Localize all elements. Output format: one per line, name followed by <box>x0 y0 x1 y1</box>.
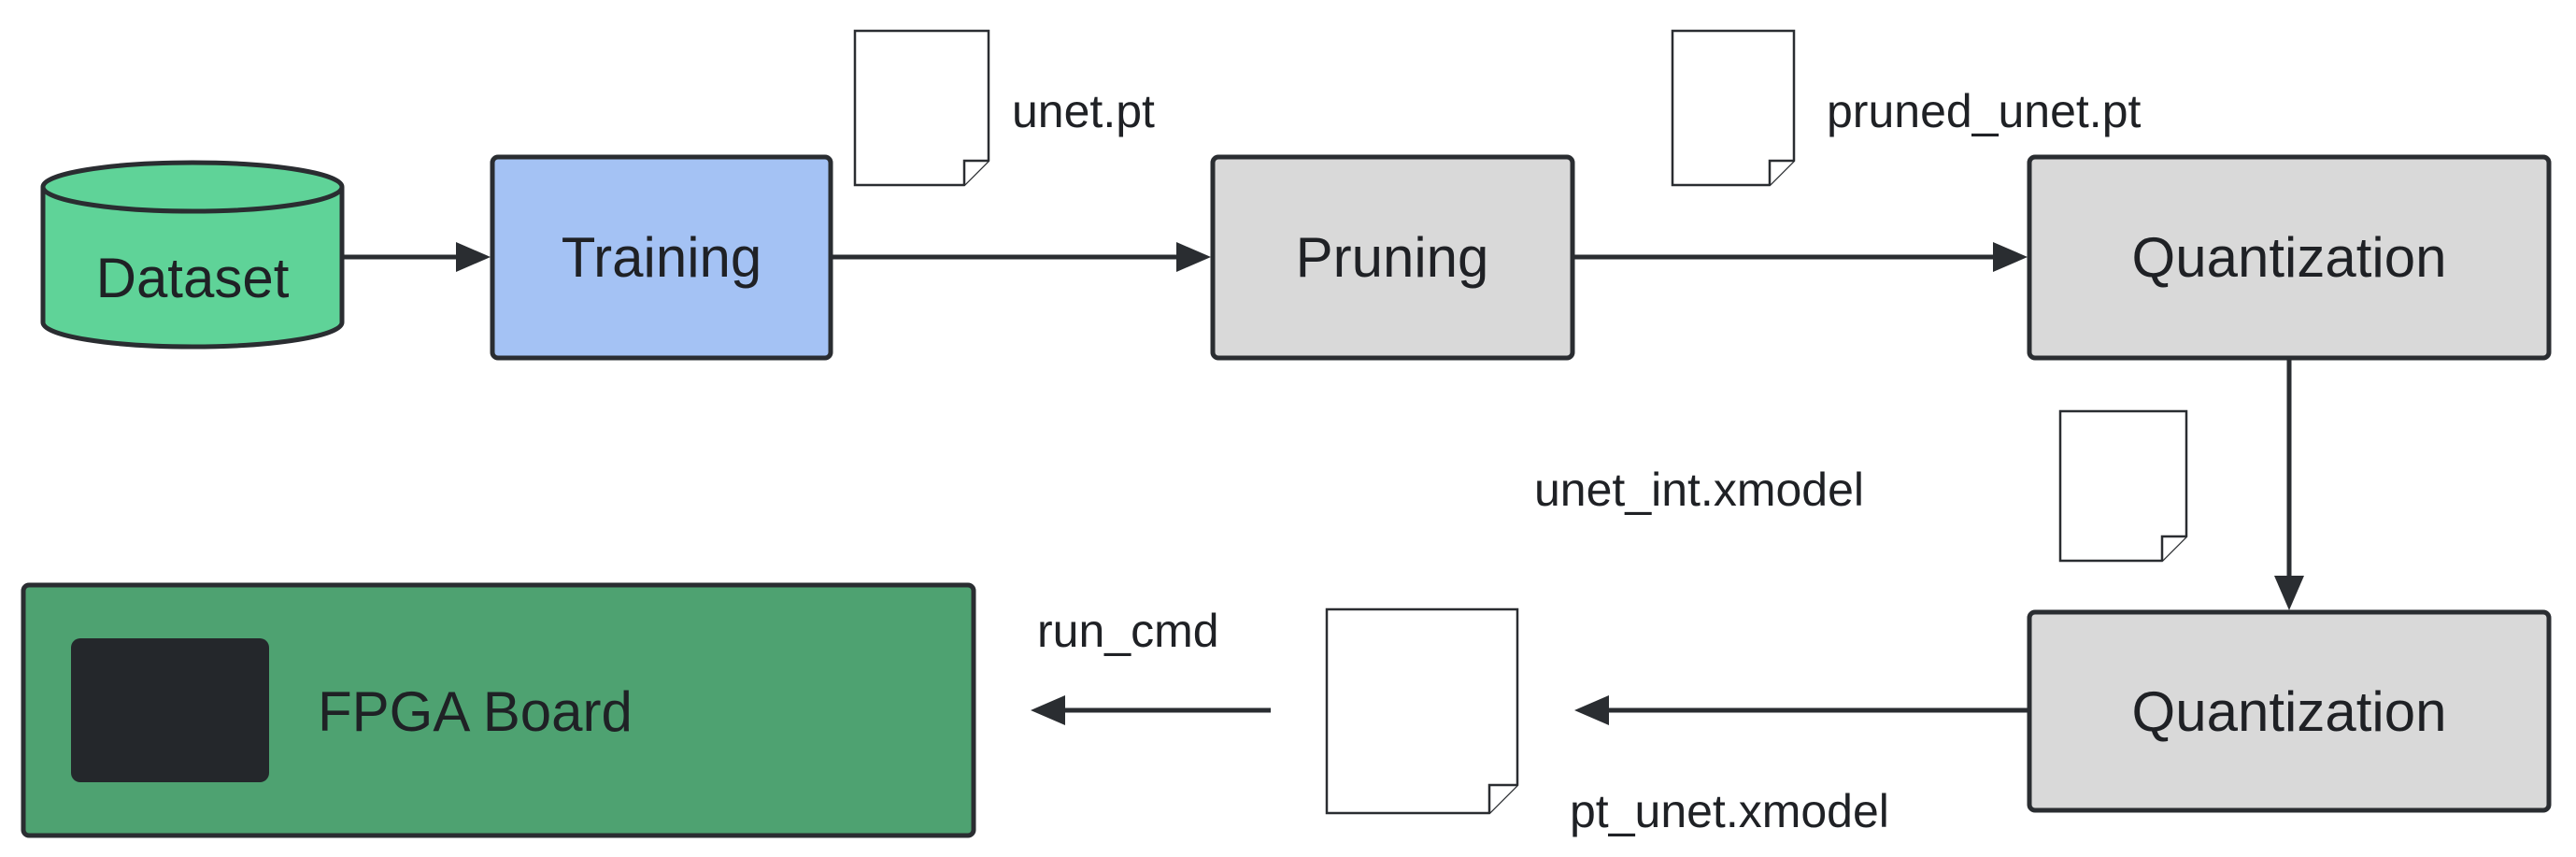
dataset-cylinder-body <box>40 187 345 350</box>
arrow-training-to-pruning <box>831 242 1211 272</box>
training-label: Training <box>562 226 762 289</box>
quantization-top-label: Quantization <box>2132 226 2447 289</box>
pt-unet-xmodel-label: pt_unet.xmodel <box>1570 785 1889 837</box>
fpga-chip <box>71 638 269 782</box>
dataset-label: Dataset <box>96 247 290 309</box>
arrow-pruning-to-quantization <box>1573 242 2028 272</box>
training-node[interactable]: Training <box>490 154 833 361</box>
unet-pt-label: unet.pt <box>1012 85 1155 137</box>
pruning-label: Pruning <box>1296 226 1489 289</box>
fpga-board-label: FPGA Board <box>318 680 633 743</box>
unet-int-xmodel-file-icon <box>2058 409 2188 563</box>
pruning-node[interactable]: Pruning <box>1210 154 1575 361</box>
run-cmd-label: run_cmd <box>1037 605 1219 657</box>
arrow-quantization-to-file <box>1574 695 2029 725</box>
quantization-top-node[interactable]: Quantization <box>2027 154 2552 361</box>
arrow-quantization-down <box>2274 358 2304 610</box>
arrow-file-to-fpga <box>1031 695 1271 725</box>
fpga-board-node[interactable]: FPGA Board <box>21 582 976 838</box>
dataset-cylinder-top <box>40 160 345 214</box>
quantization-bottom-label: Quantization <box>2132 680 2447 743</box>
unet-pt-file-icon <box>853 29 990 187</box>
pruned-unet-pt-file-icon <box>1671 29 1796 187</box>
dataset-node[interactable]: Dataset <box>40 160 345 350</box>
arrow-dataset-to-training <box>342 242 491 272</box>
unet-int-xmodel-label: unet_int.xmodel <box>1534 464 1864 516</box>
pt-unet-xmodel-file-icon <box>1325 607 1519 815</box>
pruned-unet-pt-label: pruned_unet.pt <box>1827 85 2142 137</box>
quantization-bottom-node[interactable]: Quantization <box>2027 609 2552 813</box>
